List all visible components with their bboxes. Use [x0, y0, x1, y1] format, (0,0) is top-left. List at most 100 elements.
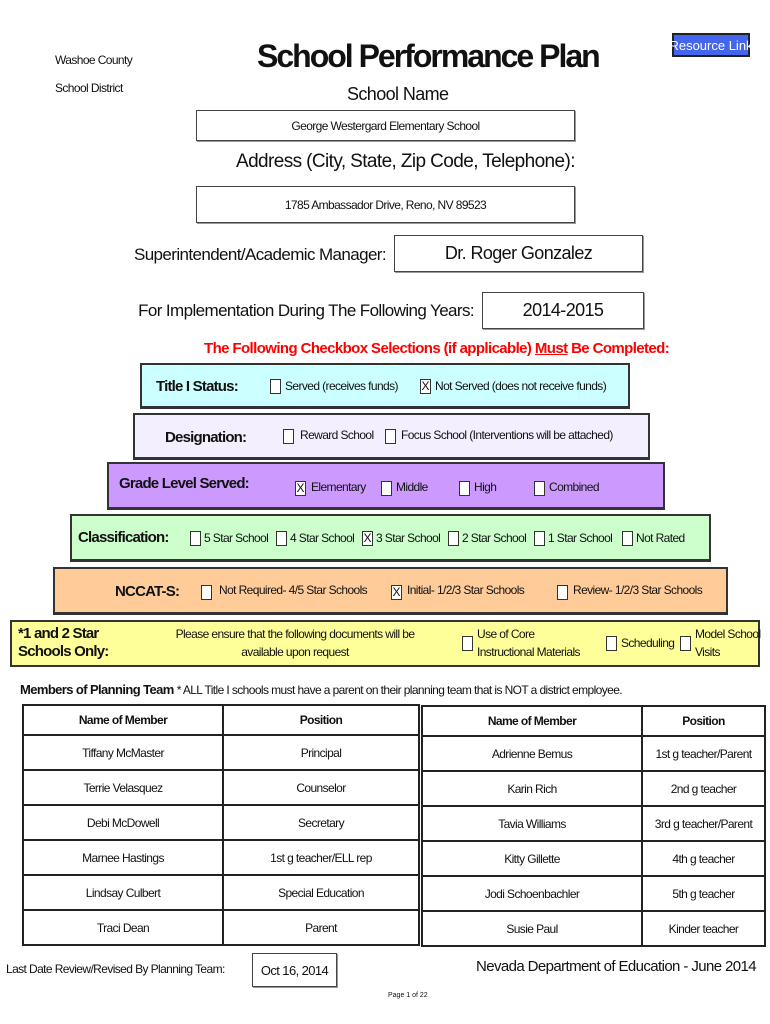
member-position[interactable]: Kinder teacher	[641, 910, 766, 947]
member-position[interactable]: Special Education	[222, 874, 420, 911]
nccat-not-required-checkbox[interactable]	[201, 585, 212, 600]
col-name-header: Name of Member	[22, 704, 224, 736]
title1-label: Title I Status:	[156, 378, 239, 395]
nccat-initial-label: Initial- 1/2/3 Star Schools	[407, 583, 525, 597]
member-name[interactable]: Terrie Velasquez	[22, 769, 224, 806]
member-position[interactable]: 1st g teacher/Parent	[641, 735, 766, 772]
core-materials-label-2: Instructional Materials	[477, 645, 581, 659]
team-heading-title: Members of Planning Team	[20, 682, 174, 697]
nccat-review-label: Review- 1/2/3 Star Schools	[573, 583, 703, 597]
model-school-checkbox[interactable]	[680, 636, 691, 651]
col-position-header: Position	[641, 705, 766, 737]
member-position[interactable]: 4th g teacher	[641, 840, 766, 877]
nccat-initial-checkbox[interactable]: X	[391, 585, 402, 600]
middle-checkbox[interactable]	[381, 481, 392, 496]
superintendent-field[interactable]: Dr. Roger Gonzalez	[394, 235, 643, 272]
member-position[interactable]: 3rd g teacher/Parent	[641, 805, 766, 842]
address-label: Address (City, State, Zip Code, Telephon…	[236, 151, 576, 172]
review-date-label: Last Date Review/Revised By Planning Tea…	[6, 962, 225, 976]
col-name-header: Name of Member	[421, 705, 643, 737]
member-name[interactable]: Lindsay Culbert	[22, 874, 224, 911]
nccat-not-required-label: Not Required- 4/5 Star Schools	[219, 583, 368, 597]
model-school-label-2: Visits	[695, 645, 720, 659]
1-star-checkbox[interactable]	[534, 531, 545, 546]
member-position[interactable]: 1st g teacher/ELL rep	[222, 839, 420, 876]
member-name[interactable]: Marnee Hastings	[22, 839, 224, 876]
team-heading-note: * ALL Title I schools must have a parent…	[176, 683, 623, 697]
title1-section: Title I Status: Served (receives funds) …	[140, 363, 630, 409]
2-star-checkbox[interactable]	[448, 531, 459, 546]
star-schools-note-2: available upon request	[241, 645, 349, 659]
superintendent-label: Superintendent/Academic Manager:	[133, 245, 387, 264]
1-star-label: 1 Star School	[548, 531, 613, 545]
3-star-checkbox[interactable]: X	[362, 531, 373, 546]
elementary-label: Elementary	[311, 480, 366, 494]
high-checkbox[interactable]	[459, 481, 470, 496]
address-field[interactable]: 1785 Ambassador Drive, Reno, NV 89523	[196, 186, 575, 223]
combined-checkbox[interactable]	[534, 481, 545, 496]
model-school-label-1: Model School	[695, 627, 761, 641]
member-position[interactable]: Counselor	[222, 769, 420, 806]
scheduling-label: Scheduling	[621, 636, 675, 650]
member-position[interactable]: Secretary	[222, 804, 420, 841]
3-star-label: 3 Star School	[376, 531, 441, 545]
focus-school-label: Focus School (Interventions will be atta…	[401, 428, 613, 442]
resource-link-button[interactable]: Resource Link	[669, 33, 753, 57]
reward-school-checkbox[interactable]	[283, 429, 294, 444]
nccat-review-checkbox[interactable]	[557, 585, 568, 600]
core-materials-checkbox[interactable]	[462, 636, 473, 651]
star-schools-label: *1 and 2 Star Schools Only:	[18, 625, 109, 660]
member-name[interactable]: Tiffany McMaster	[22, 734, 224, 771]
review-date-field[interactable]: Oct 16, 2014	[252, 953, 337, 987]
star-schools-section: *1 and 2 Star Schools Only: Please ensur…	[10, 620, 761, 667]
grade-level-label: Grade Level Served:	[119, 475, 250, 492]
years-label: For Implementation During The Following …	[138, 301, 474, 320]
member-name[interactable]: Debi McDowell	[22, 804, 224, 841]
school-name-label: School Name	[347, 84, 449, 104]
school-name-field[interactable]: George Westergard Elementary School	[196, 110, 575, 141]
district-name-line1: Washoe County	[55, 53, 133, 67]
member-name[interactable]: Karin Rich	[421, 770, 643, 807]
member-name[interactable]: Jodi Schoenbachler	[421, 875, 643, 912]
designation-section: Designation: Reward School Focus School …	[133, 413, 650, 460]
checkbox-heading-must: Must	[534, 340, 568, 357]
classification-label: Classification:	[78, 529, 169, 546]
not-rated-checkbox[interactable]	[622, 531, 633, 546]
page-title: School Performance Plan	[257, 38, 601, 74]
classification-section: Classification: 5 Star School 4 Star Sch…	[70, 514, 711, 562]
4-star-checkbox[interactable]	[276, 531, 287, 546]
focus-school-checkbox[interactable]	[385, 429, 396, 444]
4-star-label: 4 Star School	[290, 531, 355, 545]
member-position[interactable]: 2nd g teacher	[641, 770, 766, 807]
scheduling-checkbox[interactable]	[606, 636, 617, 651]
title1-served-checkbox[interactable]	[270, 379, 281, 394]
5-star-checkbox[interactable]	[190, 531, 201, 546]
nccat-section: NCCAT-S: Not Required- 4/5 Star Schools …	[53, 567, 728, 615]
member-position[interactable]: Principal	[222, 734, 420, 771]
member-name[interactable]: Tavia Williams	[421, 805, 643, 842]
member-position[interactable]: 5th g teacher	[641, 875, 766, 912]
district-name-line2: School District	[55, 81, 123, 95]
elementary-checkbox[interactable]: X	[295, 481, 306, 496]
col-position-header: Position	[222, 704, 420, 736]
member-position[interactable]: Parent	[222, 909, 420, 946]
years-field[interactable]: 2014-2015	[482, 292, 644, 329]
member-name[interactable]: Adrienne Bemus	[421, 735, 643, 772]
member-name[interactable]: Traci Dean	[22, 909, 224, 946]
member-name[interactable]: Susie Paul	[421, 910, 643, 947]
middle-label: Middle	[396, 480, 428, 494]
title1-not-served-checkbox[interactable]: X	[420, 379, 431, 394]
member-name[interactable]: Kitty Gillette	[421, 840, 643, 877]
department-footer: Nevada Department of Education - June 20…	[476, 958, 757, 975]
